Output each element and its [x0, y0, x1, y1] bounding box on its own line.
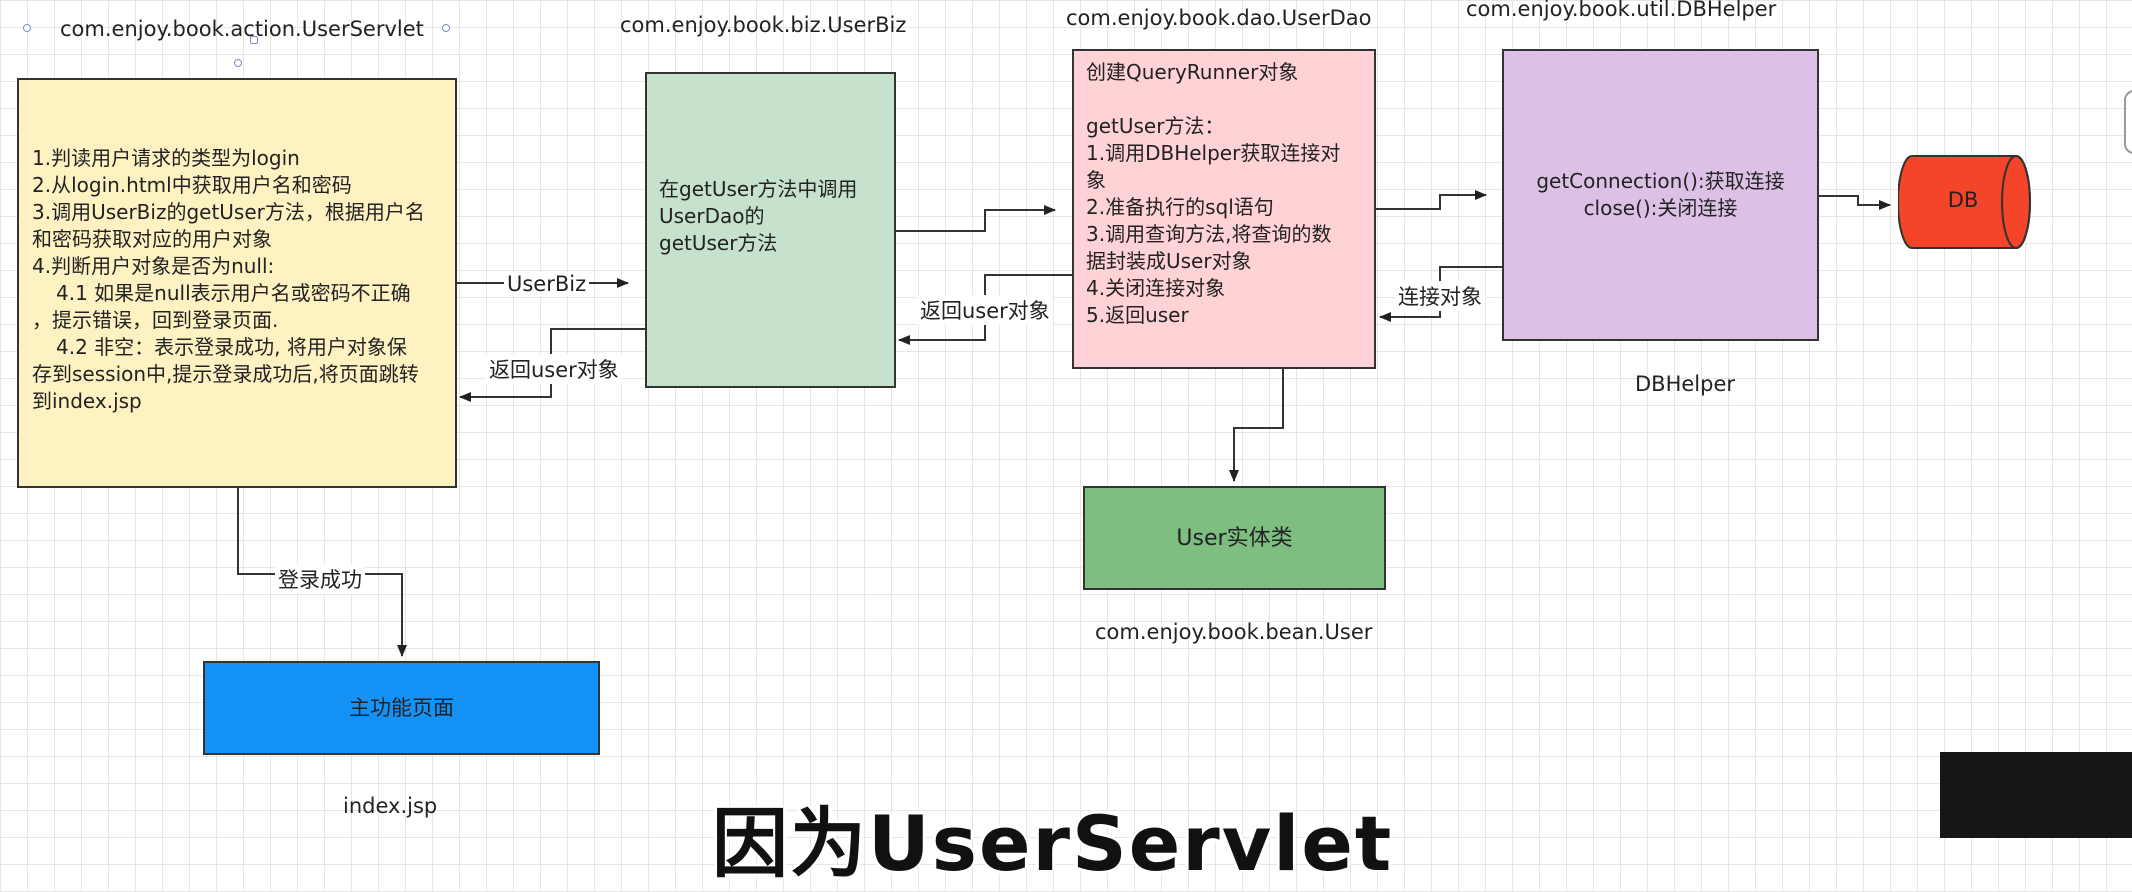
biz-text-line: 在getUser方法中调用 — [659, 177, 858, 201]
servlet-class-label: com.enjoy.book.action.UserServlet — [60, 17, 424, 41]
dao-text-line — [1086, 86, 1364, 113]
servlet-text-line: 2.从login.html中获取用户名和密码 — [32, 173, 352, 197]
dao-text-line: 1.调用DBHelper获取连接对 — [1086, 141, 1341, 165]
dao-class-label: com.enjoy.book.dao.UserDao — [1066, 6, 1372, 30]
selection-handle[interactable] — [442, 24, 450, 32]
servlet-text-line: 4.1 如果是null表示用户名或密码不正确 — [56, 281, 411, 305]
selection-handle[interactable] — [23, 24, 31, 32]
edge-biz-to-dao — [896, 205, 1056, 232]
dao-text-line: getUser方法： — [1086, 114, 1225, 138]
dao-text-line: 5.返回user — [1086, 303, 1189, 327]
servlet-text-line: 1.判读用户请求的类型为login — [32, 146, 300, 170]
index-jsp-label: index.jsp — [343, 794, 438, 818]
main-page-label: 主功能页面 — [349, 695, 454, 720]
webcam-overlay — [1940, 752, 2132, 838]
selection-handle[interactable] — [234, 59, 242, 67]
partial-shape — [2124, 90, 2132, 154]
dao-text-line: 2.准备执行的sql语句 — [1086, 195, 1274, 219]
user-entity-node[interactable]: User实体类 — [1083, 486, 1386, 590]
main-page-node[interactable]: 主功能页面 — [203, 661, 600, 755]
servlet-text-line: 4.2 非空：表示登录成功, 将用户对象保 — [56, 335, 407, 359]
dao-text-line: 象 — [1086, 168, 1106, 192]
biz-text-line: getUser方法 — [659, 231, 778, 255]
edge-dbhelper-to-db — [1819, 195, 1891, 210]
edge-dao-to-dbhelper — [1376, 190, 1487, 210]
biz-node[interactable]: 在getUser方法中调用 UserDao的 getUser方法 — [645, 72, 896, 388]
dbhelper-node[interactable]: getConnection():获取连接 close():关闭连接 — [1502, 49, 1819, 341]
dao-node[interactable]: 创建QueryRunner对象 getUser方法： 1.调用DBHelper获… — [1072, 49, 1376, 369]
db-label: DB — [1947, 188, 1979, 212]
dao-text-line: 4.关闭连接对象 — [1086, 276, 1226, 300]
edge-label-return-to-servlet: 返回user对象 — [486, 354, 622, 384]
servlet-text-line: ，提示错误，回到登录页面. — [32, 308, 279, 332]
edge-label-login-success: 登录成功 — [275, 564, 365, 594]
servlet-text-line: 4.判断用户对象是否为null: — [32, 254, 275, 278]
dbhelper-caption: DBHelper — [1635, 372, 1736, 396]
servlet-text-line: 和密码获取对应的用户对象 — [32, 227, 272, 251]
db-node[interactable] — [1898, 152, 2034, 252]
util-class-label: com.enjoy.book.util.DBHelper — [1466, 0, 1777, 21]
servlet-text-line: 存到session中,提示登录成功后,将页面跳转 — [32, 362, 419, 386]
biz-text-line: UserDao的 — [659, 204, 765, 228]
user-entity-label: User实体类 — [1176, 525, 1293, 551]
edge-dao-to-user — [1229, 369, 1284, 482]
bean-class-label: com.enjoy.book.bean.User — [1095, 620, 1373, 644]
video-subtitle: 因为UserServlet — [712, 799, 1394, 888]
edge-label-return-to-biz: 返回user对象 — [917, 295, 1053, 325]
biz-class-label: com.enjoy.book.biz.UserBiz — [620, 13, 907, 37]
dao-text-line: 3.调用查询方法,将查询的数 — [1086, 222, 1332, 246]
edge-label-userbiz: UserBiz — [504, 272, 590, 296]
rotate-handle-icon[interactable] — [250, 36, 258, 44]
dbhelper-text-line: getConnection():获取连接 — [1536, 169, 1785, 193]
edge-label-connection-object: 连接对象 — [1395, 281, 1485, 311]
servlet-text-line: 到index.jsp — [32, 389, 142, 413]
dao-text-line: 创建QueryRunner对象 — [1086, 60, 1299, 84]
servlet-text-line: 3.调用UserBiz的getUser方法，根据用户名 — [32, 200, 425, 224]
dao-text-line: 据封装成User对象 — [1086, 249, 1252, 273]
servlet-node[interactable]: 1.判读用户请求的类型为login 2.从login.html中获取用户名和密码… — [17, 78, 457, 488]
dbhelper-text-line: close():关闭连接 — [1583, 196, 1738, 220]
